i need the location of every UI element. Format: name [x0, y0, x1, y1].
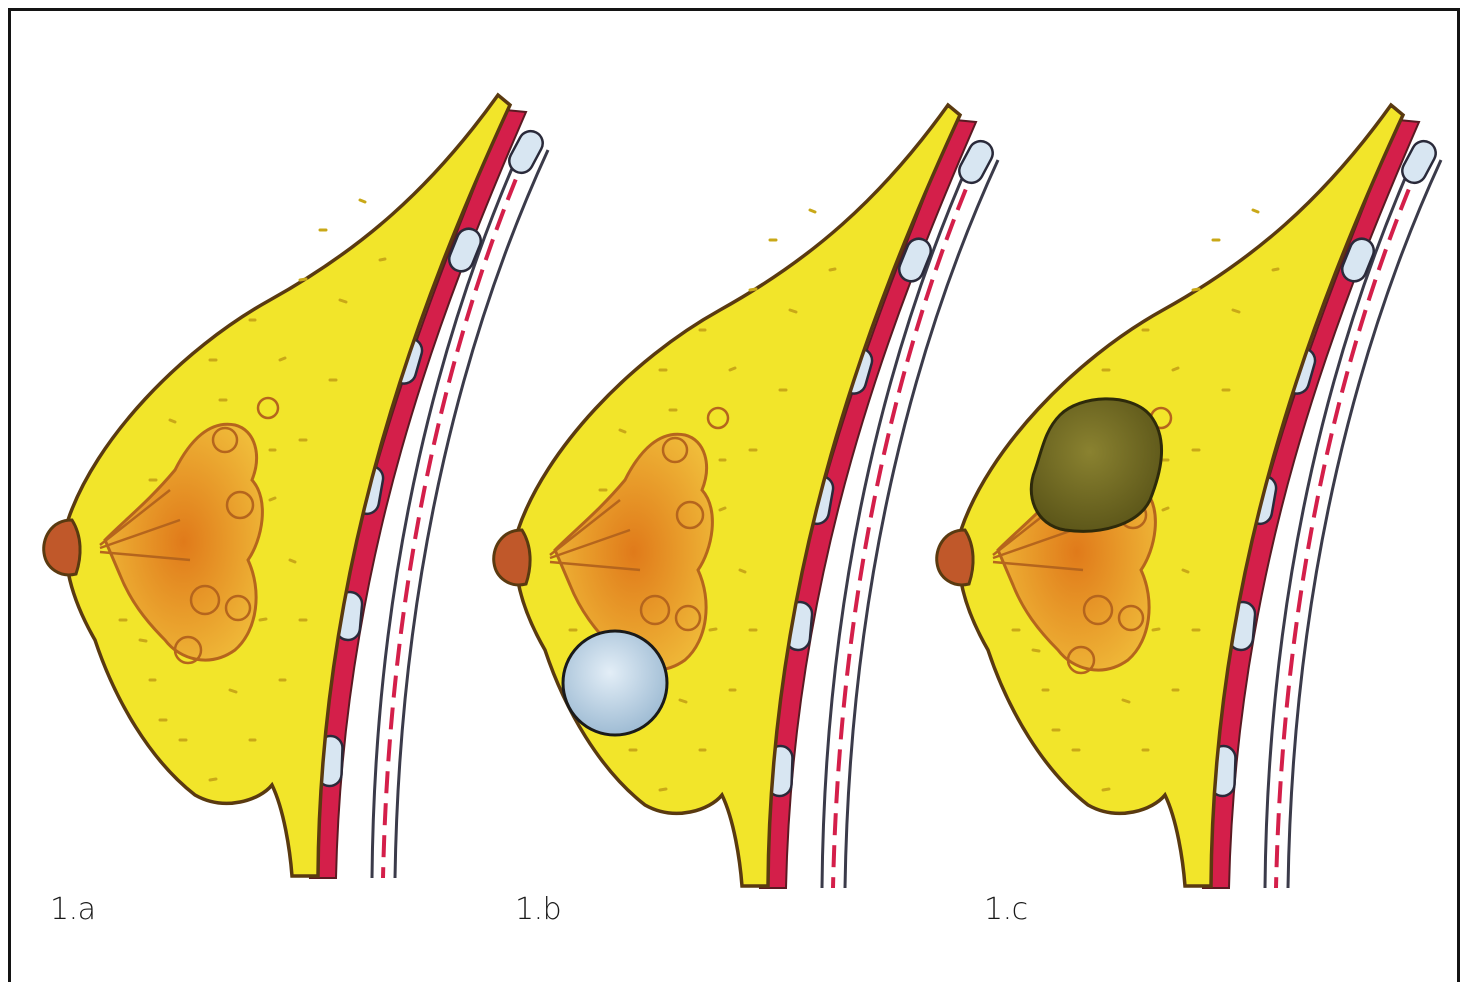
cyst-shape: [563, 631, 667, 735]
panel-label-a: 1.a: [50, 892, 96, 927]
breast-diagram-tumor: [937, 105, 1441, 888]
breast-diagram-normal: [44, 95, 548, 878]
breast-diagram-cyst: [494, 105, 998, 888]
panel-label-b: 1.b: [515, 892, 561, 927]
panel-label-c: 1.c: [984, 892, 1028, 927]
